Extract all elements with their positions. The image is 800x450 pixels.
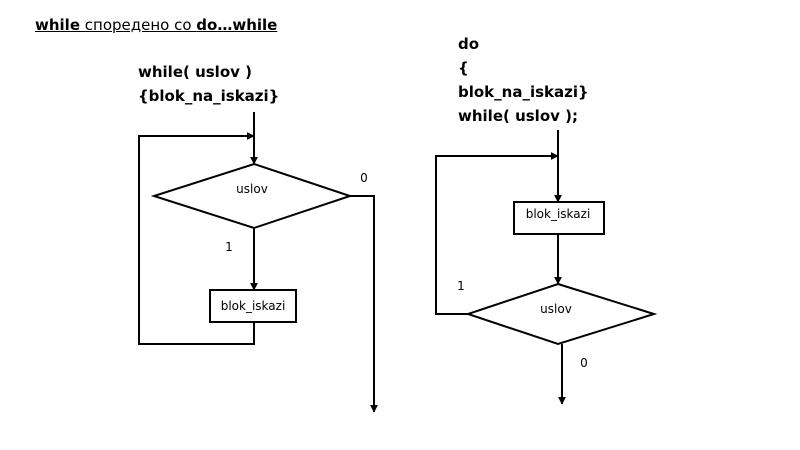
do-while-body-box	[513, 201, 605, 235]
while-false-label: 0	[360, 171, 368, 185]
while-syntax-line-1: while( uslov )	[138, 63, 252, 81]
do-while-syntax-line-1: do	[458, 35, 480, 53]
do-while-syntax: do { blok_na_iskazi} while( uslov );	[458, 32, 589, 128]
while-body-label: blok_iskazi	[221, 299, 286, 313]
while-condition-diamond	[150, 162, 354, 230]
do-while-syntax-line-3: blok_na_iskazi}	[458, 83, 589, 101]
while-exit-arrow	[350, 195, 378, 413]
while-syntax: while( uslov ) {blok_na_iskazi}	[138, 60, 279, 108]
while-body-box	[209, 289, 297, 323]
do-while-condition-diamond	[464, 282, 658, 346]
while-true-label: 1	[225, 240, 233, 254]
do-while-loop-back-arrow	[435, 152, 559, 315]
do-while-condition-label: uslov	[540, 302, 572, 316]
do-while-false-label: 0	[580, 356, 588, 370]
title-middle-text: споредено со	[80, 16, 197, 34]
title-do-while-keyword: do…while	[196, 16, 278, 34]
do-while-syntax-line-4: while( uslov );	[458, 107, 578, 125]
while-flowchart	[138, 112, 378, 413]
do-while-body-label: blok_iskazi	[526, 207, 591, 221]
while-condition-label: uslov	[236, 182, 268, 196]
do-while-true-label: 1	[457, 279, 465, 293]
title-while-keyword: while	[35, 16, 80, 34]
page-title: while споредено со do…while	[35, 16, 277, 34]
do-while-syntax-line-2: {	[458, 59, 469, 77]
while-loop-back-arrow	[138, 132, 255, 345]
while-syntax-line-2: {blok_na_iskazi}	[138, 87, 280, 105]
do-while-flowchart	[435, 130, 658, 405]
